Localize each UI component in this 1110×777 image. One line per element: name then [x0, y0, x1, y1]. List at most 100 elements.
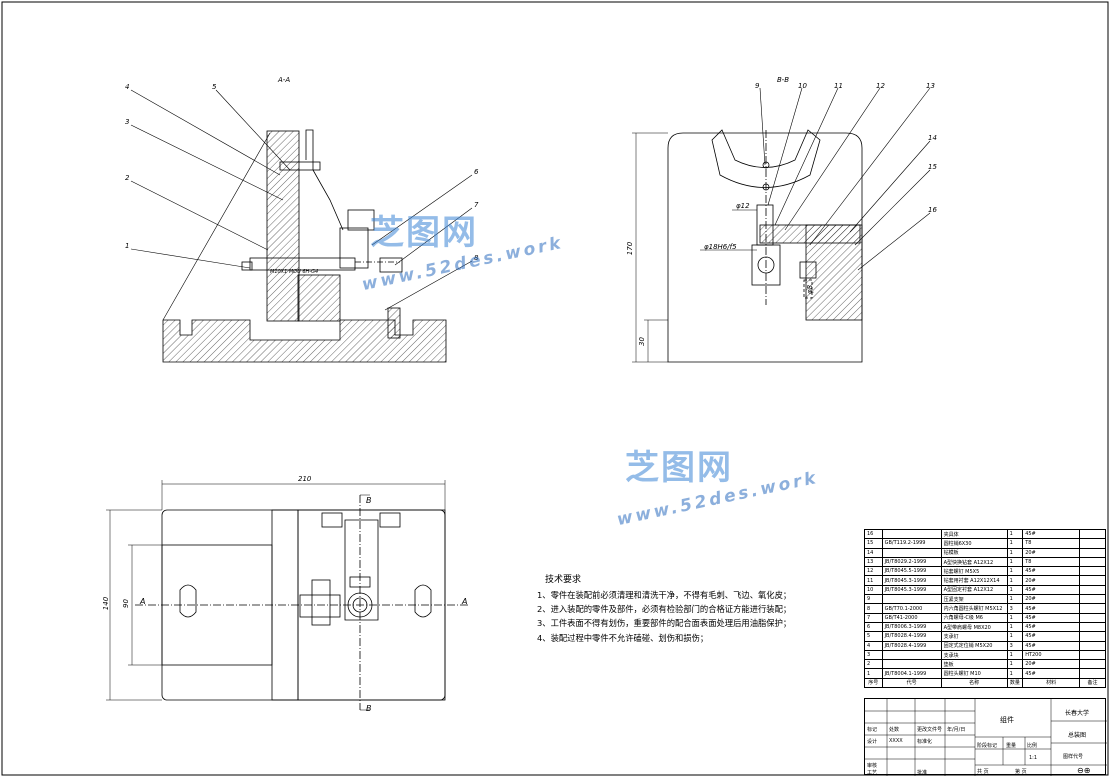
tb-sheet: 第 页: [1015, 769, 1027, 775]
dim-length: 210: [298, 475, 312, 483]
bom-header-cell: 序号: [864, 677, 883, 689]
title-block-grid: [865, 699, 1107, 776]
callout-3: 3: [125, 118, 130, 126]
requirements-title: 技术要求: [545, 575, 582, 585]
bom-cell: [1079, 556, 1106, 568]
bom-cell: A型快换钻套 A12X12: [940, 556, 1008, 568]
dim-bore-18: φ18H6/f5: [704, 243, 737, 251]
section-mark-b-bottom: B: [366, 704, 372, 713]
bom-cell: 钻套螺钉 M5X5: [940, 566, 1008, 577]
callout-13: 13: [926, 82, 935, 90]
bom-cell: 45#: [1022, 528, 1081, 540]
callout-6: 6: [474, 168, 479, 176]
bom-cell: 1: [1006, 538, 1024, 549]
bom-cell: 1: [1006, 556, 1024, 568]
bom-header-cell: 名称: [940, 677, 1008, 689]
bom-cell: 5: [864, 631, 883, 642]
callout-14: 14: [928, 134, 937, 142]
dim-thread: M10X1 MOU 6H-G4: [270, 269, 319, 275]
tb-review: 审核: [867, 763, 878, 769]
tb-ratio: 比例: [1027, 743, 1038, 749]
bom-cell: 2: [864, 659, 883, 670]
bom-cell: JB/T8045.3-1999: [881, 575, 942, 586]
bom-cell: JB/T8028.4-1999: [881, 631, 942, 642]
bom-cell: JB/T8029.2-1999: [881, 556, 942, 568]
tb-date: 年/月/日: [947, 727, 966, 733]
bom-header-cell: 数量: [1006, 677, 1024, 689]
bom-cell: A型带肩螺母 M8X20: [940, 621, 1008, 633]
bom-cell: 3: [1006, 603, 1024, 614]
bom-cell: [881, 649, 942, 661]
bom-cell: 支承钉: [940, 631, 1008, 642]
bom-cell: 1: [1006, 659, 1024, 670]
callout-leaders-a: [130, 89, 473, 321]
bom-cell: 45#: [1022, 640, 1081, 651]
section-mark-a-right: A: [462, 597, 468, 606]
section-mark-a-left: A: [140, 597, 146, 606]
bom-cell: 45#: [1022, 566, 1081, 577]
tb-mark: 标记: [867, 727, 878, 733]
bom-cell: 1: [1006, 631, 1024, 642]
bom-header-row: 序号代号名称数量材料备注: [864, 677, 1106, 689]
tb-scale: 1:1: [1029, 755, 1038, 761]
requirement-item: 4、装配过程中零件不允许磕碰、划伤和损伤；: [537, 632, 709, 643]
bom-cell: 1: [1006, 547, 1024, 558]
dim-pin-8: φ8: [806, 284, 815, 295]
tb-stage: 阶段标记: [977, 743, 998, 749]
bom-cell: 8: [864, 603, 883, 614]
watermark-cn: 芝图网: [370, 213, 478, 253]
bom-cell: 压紧支架: [940, 594, 1008, 605]
bom-header-cell: 代号: [881, 677, 942, 689]
bom-header-cell: 备注: [1079, 677, 1106, 689]
callout-8: 8: [474, 254, 479, 262]
bom-cell: 1: [1006, 566, 1024, 577]
bom-cell: [881, 594, 942, 605]
bom-cell: [1079, 668, 1106, 679]
bom-cell: [1079, 575, 1106, 586]
tb-sheets: 共 页: [977, 769, 989, 775]
bom-cell: [1079, 594, 1106, 605]
view-title-b-b: B-B: [777, 76, 790, 84]
tb-approve: 批准: [917, 770, 928, 776]
bom-cell: 垫板: [940, 659, 1008, 670]
bom-cell: 圆柱头螺钉 M10: [940, 668, 1008, 679]
bom-cell: 20#: [1022, 594, 1081, 605]
bom-cell: 1: [1006, 528, 1024, 540]
tb-weight: 重量: [1006, 743, 1017, 749]
bom-cell: 1: [1006, 612, 1024, 623]
bom-cell: [1079, 631, 1106, 642]
bom-cell: GB/T119.2-1999: [881, 538, 942, 549]
bom-cell: 16: [864, 528, 883, 540]
requirement-item: 1、零件在装配前必须清理和清洗干净，不得有毛刺、飞边、氧化皮；: [537, 590, 792, 600]
bom-cell: 13: [864, 556, 883, 568]
projection-symbol: ⊖⊕: [1077, 766, 1091, 775]
bom-cell: JB/T8004.1-1999: [881, 668, 942, 679]
bom-cell: 15: [864, 538, 883, 549]
bom-cell: 6: [864, 621, 883, 633]
bom-cell: 45#: [1022, 631, 1081, 642]
dim-width: 140: [102, 596, 111, 611]
tb-change: 更改文件号: [917, 727, 943, 733]
plan-view: [135, 495, 470, 710]
watermark-top: 芝图网 www.52des.work: [290, 205, 566, 295]
dim-inner: 90: [121, 599, 130, 608]
bom-cell: 45#: [1022, 603, 1081, 614]
bom-cell: T8: [1022, 538, 1081, 549]
bom-cell: [1079, 547, 1106, 558]
bom-cell: 1: [1006, 594, 1024, 605]
bom-cell: A型固定衬套 A12X12: [940, 584, 1008, 596]
bom-cell: 钻套用衬套 A12X12X14: [940, 575, 1008, 586]
view-title-a-a: A-A: [278, 76, 291, 84]
bom-cell: 20#: [1022, 547, 1081, 558]
dims-plan: [106, 480, 446, 711]
bom-cell: 支承块: [940, 649, 1008, 661]
bom-cell: 20#: [1022, 575, 1081, 586]
bom-cell: 1: [864, 668, 883, 679]
